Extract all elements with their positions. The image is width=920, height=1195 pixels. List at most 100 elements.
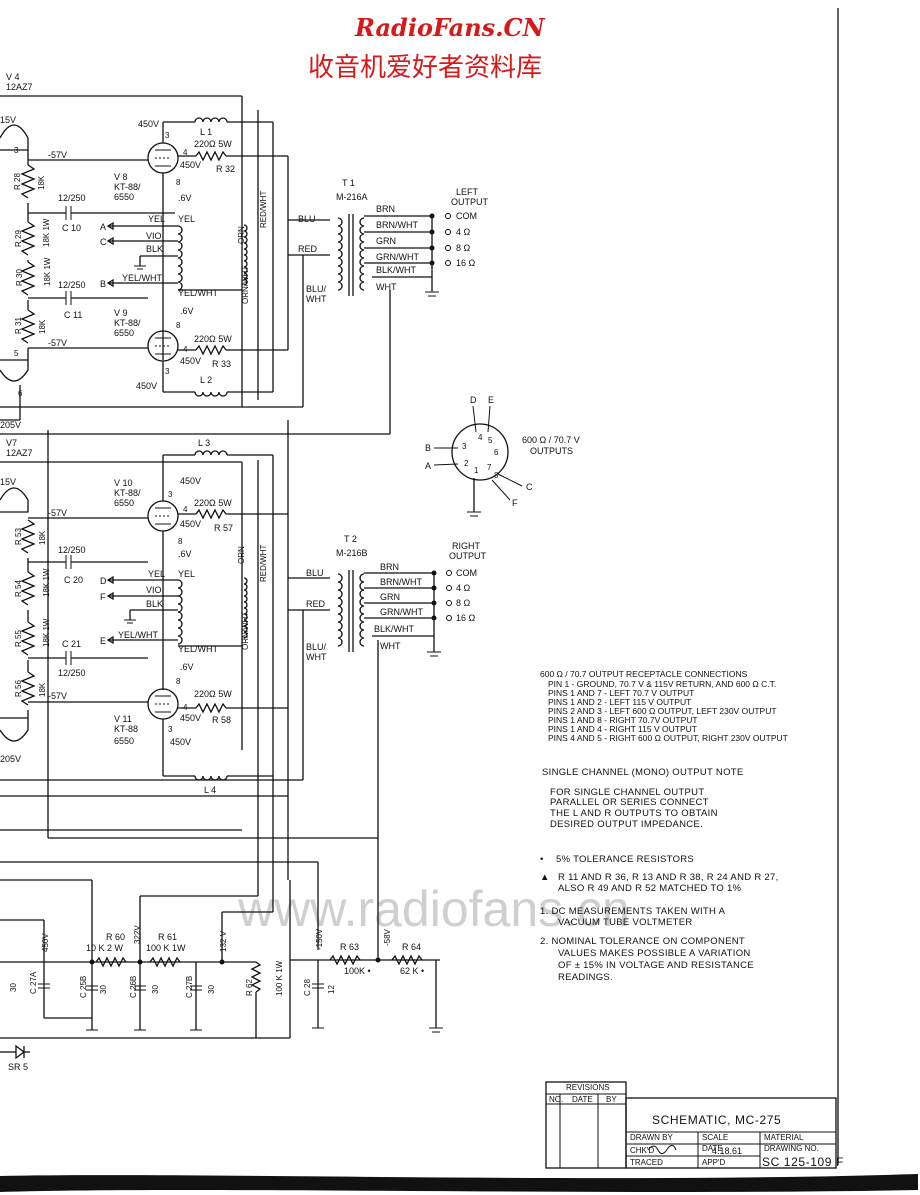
c26b-label: C 26B [129, 976, 138, 998]
v11-type-b: 6550 [114, 736, 134, 746]
t1-com: COM [456, 211, 477, 221]
r31-label: R 31 [14, 317, 23, 334]
r61-value: 100 K 1W [146, 943, 186, 953]
r61-label: R 61 [158, 932, 177, 942]
node-e: E [100, 636, 106, 646]
rev-col-date: DATE [572, 1095, 593, 1104]
t2-tap-8 [431, 600, 437, 606]
r29-zigzag [20, 221, 36, 256]
watermark-chinese: 收音机爱好者资料库 [308, 53, 542, 83]
c20-label: C 20 [64, 575, 83, 585]
v10-pin4: 4 [183, 505, 188, 514]
conn-num-5: 5 [488, 436, 493, 445]
scale: SCALE [702, 1133, 728, 1142]
c27b-label: C 27B [185, 976, 194, 998]
top-channel: V 4 12AZ7 15V 3 5 6 205V -57V R 28 18K 1… [0, 72, 391, 435]
drawn-by: DRAWN BY [630, 1133, 673, 1142]
t2-transformer: T 2 M-216B BLU RED BLU/ WHT BRN BRN/WHT … [306, 534, 487, 662]
ps-m58v: -58V [383, 928, 392, 946]
r60-zigzag [95, 956, 127, 968]
top-450v-b: 450V [180, 160, 201, 170]
v8-pin3: 3 [165, 131, 170, 140]
node-b-arrow [106, 278, 114, 288]
r29-label: R 29 [14, 230, 23, 247]
watermark-background: www.radiofans.cn [237, 881, 630, 937]
wire [433, 463, 459, 466]
node-d: D [100, 576, 107, 586]
t1-term [445, 245, 451, 251]
mono-line: PARALLEL OR SERIES CONNECT [550, 797, 709, 808]
mono-line: FOR SINGLE CHANNEL OUTPUT [550, 787, 704, 798]
t2-tap-com [431, 570, 437, 576]
bottom-vio: VIO [146, 585, 162, 595]
t2-part: M-216B [336, 548, 368, 558]
initials-signature [647, 1144, 677, 1154]
c28-value: 12 [327, 985, 336, 994]
date-label: DATE [702, 1144, 723, 1153]
bottom-channel: V7 12AZ7 15V 205V -57V R 53 18K 12/250 C… [0, 420, 379, 950]
bottom-450v-d: 450V [170, 737, 191, 747]
junction [219, 959, 225, 965]
scan-edge [0, 1174, 918, 1192]
r60-label: R 60 [106, 932, 125, 942]
c10-label: C 10 [62, 223, 81, 233]
r28-zigzag [20, 164, 36, 199]
note-2: OF ± 15% IN VOLTAGE AND RESISTANCE [558, 960, 754, 971]
t1-term [445, 260, 451, 266]
matched-note: R 11 AND R 36, R 13 AND R 38, R 24 AND R… [558, 872, 779, 883]
drawing-no-label: DRAWING NO. [764, 1144, 819, 1153]
notes: 600 Ω / 70.7 OUTPUT RECEPTACLE CONNECTIO… [540, 669, 788, 983]
connector-label-a: 600 Ω / 70.7 V [522, 435, 580, 445]
v11-pin3: 3 [168, 725, 173, 734]
v9-pin3: 3 [165, 367, 170, 376]
v9-label: V 9 [114, 308, 128, 318]
bottom-6v-a: .6V [178, 549, 192, 559]
v9-pin8: 8 [176, 321, 181, 330]
top-blk: BLK [146, 244, 163, 254]
v7-tube-upper [0, 487, 29, 513]
top-vio: VIO [146, 231, 162, 241]
l4-label: L 4 [204, 785, 216, 795]
v10-label: V 10 [114, 478, 133, 488]
t2-primary-coil [337, 573, 343, 647]
feedback-coil-bottom [243, 577, 248, 639]
connector-label-b: OUTPUTS [530, 446, 573, 456]
triangle-marker: ▲ [540, 872, 550, 883]
receptacle-line: PINS 1 AND 7 - LEFT 70.7 V OUTPUT [548, 688, 694, 698]
r-220-a-zigzag [195, 150, 227, 162]
c20-value: 12/250 [58, 545, 86, 555]
v8-pin8: 8 [176, 178, 181, 187]
conn-pin-c: C [526, 482, 533, 492]
r30-label: R 30 [15, 269, 24, 286]
c21-value: 12/250 [58, 668, 86, 678]
title-block: REVISIONS NO. DATE BY SCHEMATIC, MC-275 … [545, 1081, 843, 1169]
r58-label: R 58 [212, 715, 231, 725]
mono-line: DESIRED OUTPUT IMPEDANCE. [550, 819, 703, 830]
top-yel-b: YEL [178, 214, 195, 224]
t1-tap-4 [429, 229, 435, 235]
feedback-coil-top [243, 224, 248, 286]
c27a-label: C 27A [29, 971, 38, 994]
v4-pin3: 3 [14, 146, 19, 155]
top-m57-b: -57V [48, 338, 67, 348]
bottom-yelwht-b: YEL/WHT [178, 644, 219, 654]
t1-transformer: T 1 M-216A BLU RED BLU/ WHT BRN BRN/WHT … [298, 178, 489, 304]
v4-15v: 15V [0, 115, 16, 125]
r-220-d-label: 220Ω 5W [194, 689, 232, 699]
t2-bluwht-a: BLU/ [306, 642, 327, 652]
t1-8ohm: 8 Ω [456, 243, 471, 253]
v8-type-b: 6550 [114, 192, 134, 202]
rev-col-no: NO. [549, 1095, 563, 1104]
tolerance-note: 5% TOLERANCE RESISTORS [556, 854, 694, 865]
v11-label: V 11 [114, 714, 132, 724]
t1-brn: BRN [376, 204, 395, 214]
r-220-b-label: 220Ω 5W [194, 334, 232, 344]
t1-term [445, 229, 451, 235]
material: MATERIAL [764, 1133, 804, 1142]
l3-label: L 3 [198, 438, 210, 448]
power-supply: 450V R 60 10 K 2 W 322V R 61 100 K 1W 13… [0, 838, 443, 1072]
v4-tube-lower [0, 359, 29, 382]
ps-450v: 450V [41, 933, 50, 952]
drawing-title: SCHEMATIC, MC-275 [652, 1113, 781, 1127]
node-e-arrow [106, 635, 114, 645]
